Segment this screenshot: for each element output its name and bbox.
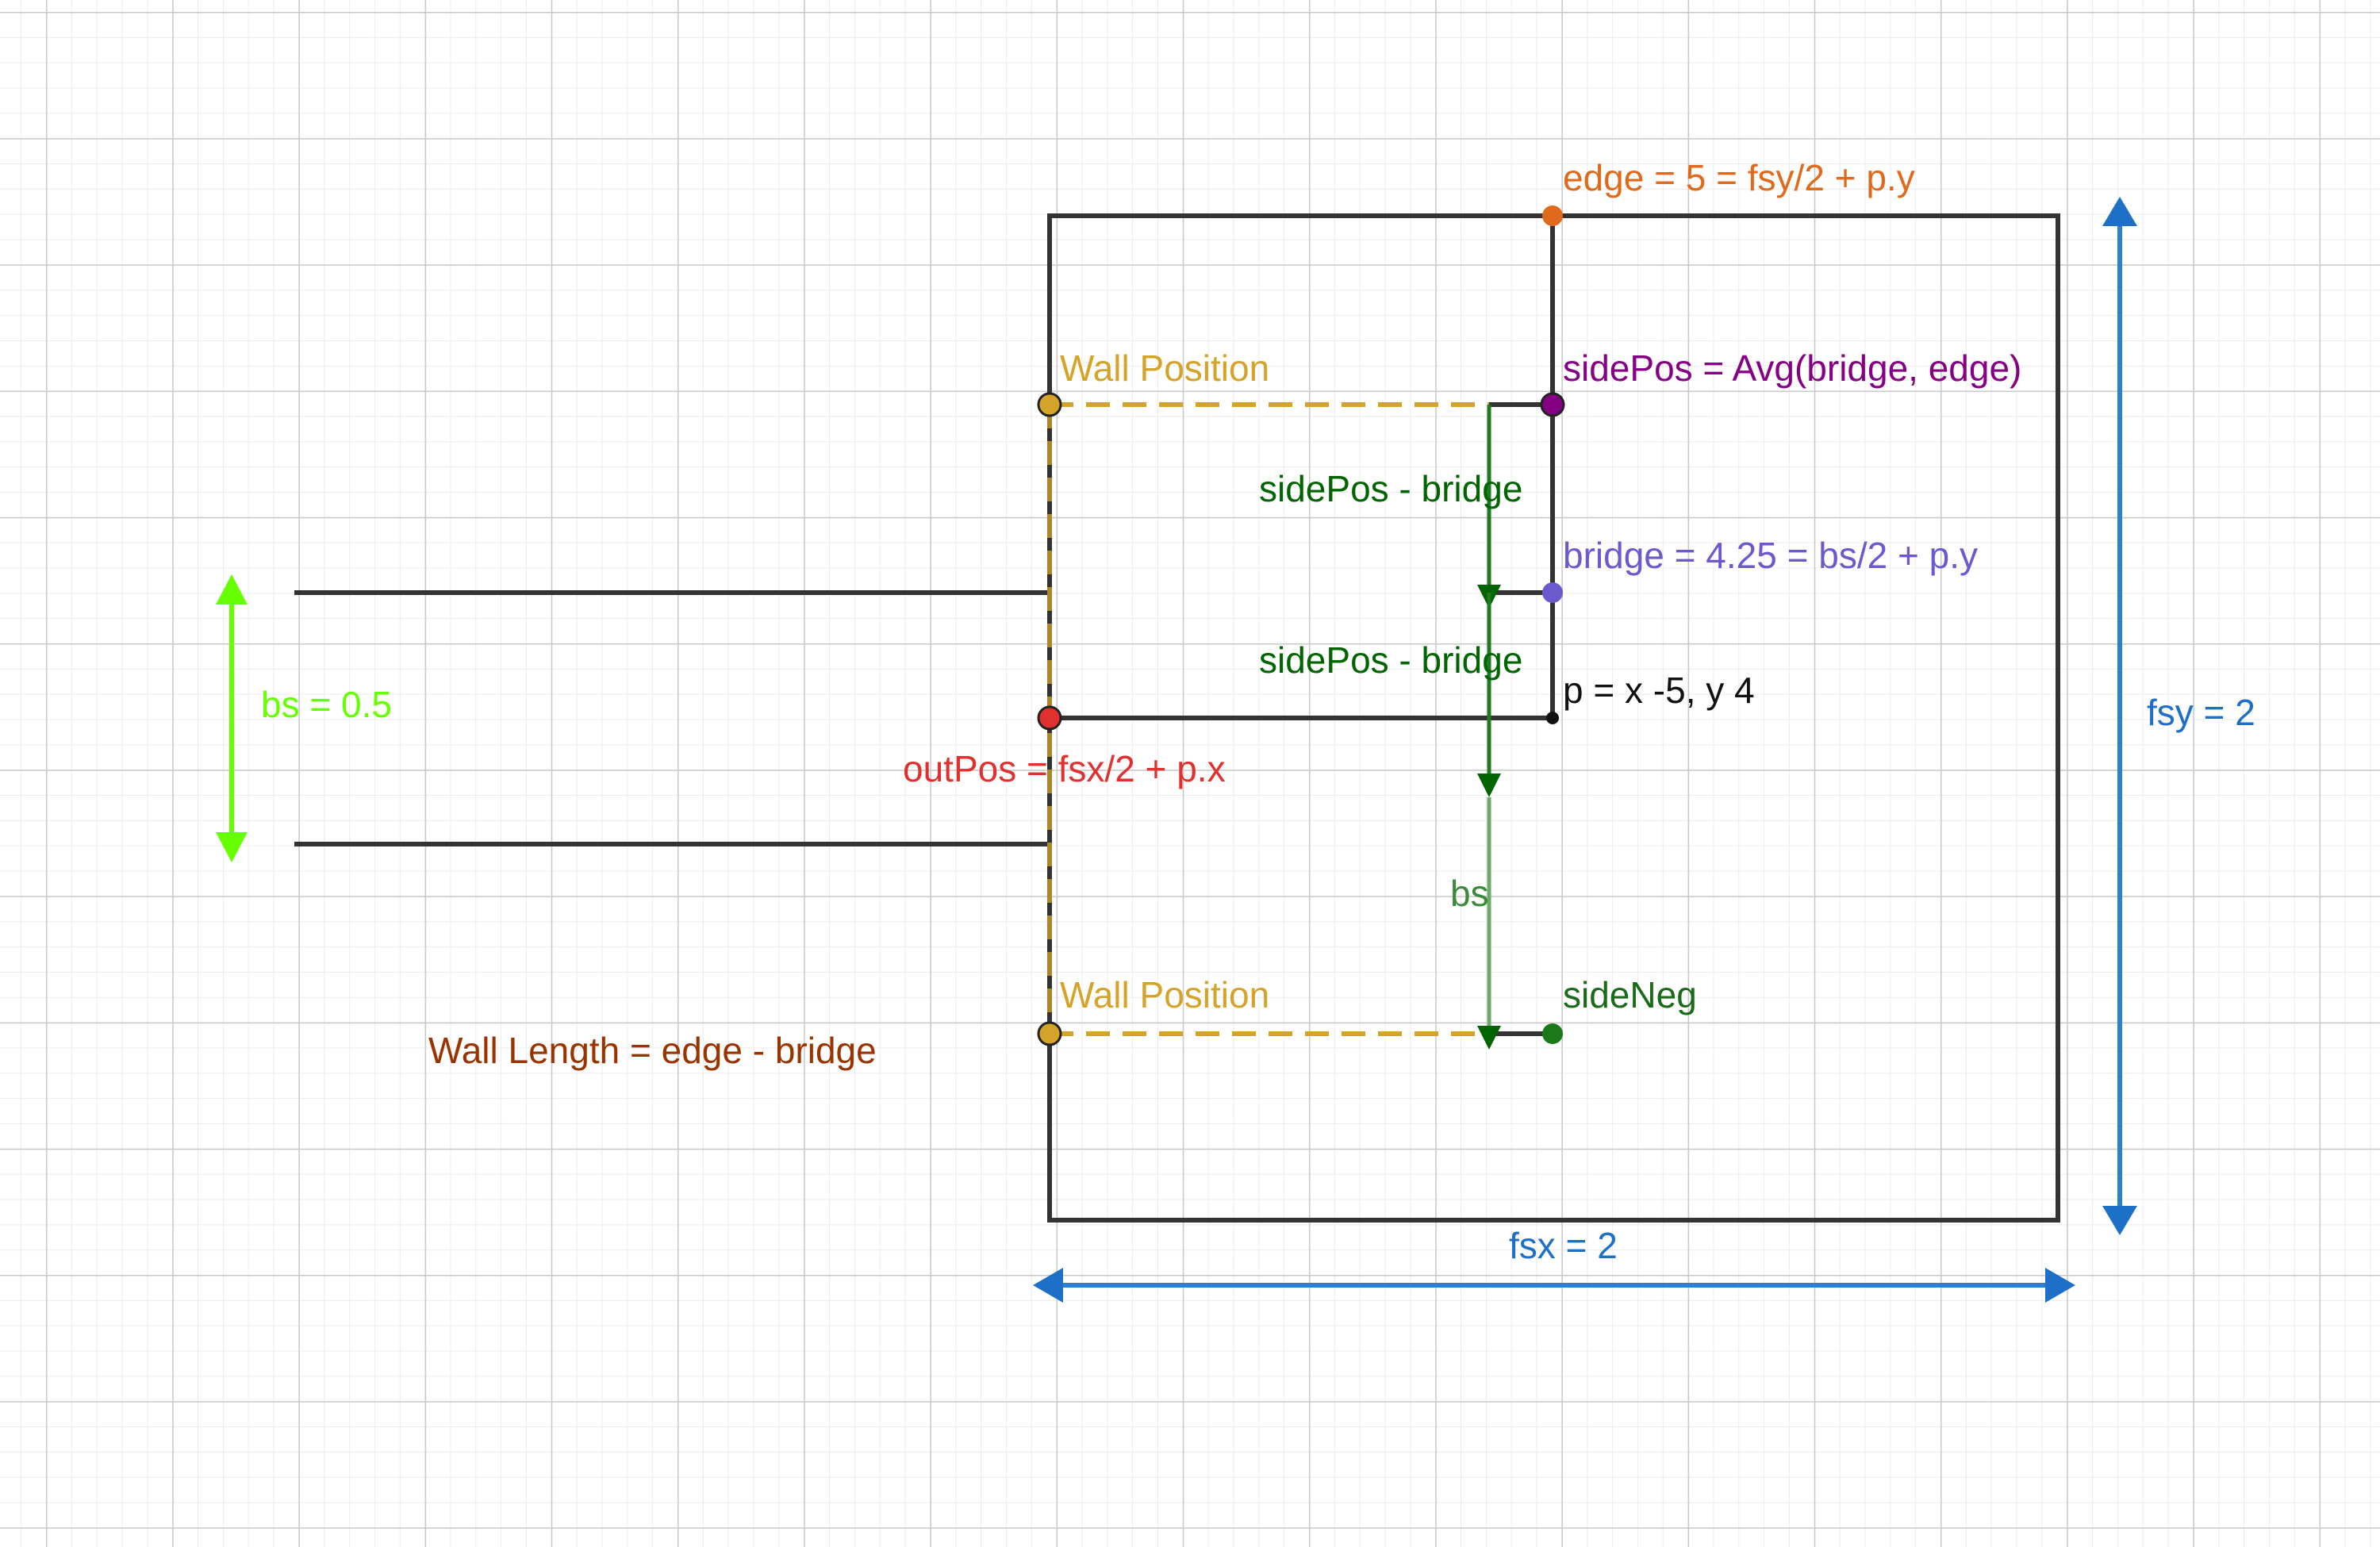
fsx-dimension-arrow-right [2045, 1268, 2075, 1303]
side-neg-point[interactable] [1542, 1023, 1563, 1044]
fsy-dimension-arrow-bottom [2102, 1206, 2137, 1235]
p-point[interactable] [1546, 712, 1559, 724]
side-pos-bridge-label-1: sidePos - bridge [1259, 468, 1522, 509]
fsx-dimension-arrow-left [1033, 1268, 1063, 1303]
bs-label: bs [1450, 873, 1489, 914]
wall-position-bottom-label: Wall Position [1060, 974, 1269, 1015]
bs-value-label: bs = 0.5 [261, 684, 392, 725]
side-neg-label: sideNeg [1563, 974, 1697, 1015]
fsy-dimension-arrow-top [2102, 197, 2137, 226]
side-pos-point[interactable] [1540, 392, 1565, 417]
wall-position-top-label: Wall Position [1060, 347, 1269, 389]
out-pos-label: outPos = fsx/2 + p.x [903, 748, 1226, 789]
edge-label: edge = 5 = fsy/2 + p.y [1563, 157, 1915, 198]
wall-length-label: Wall Length = edge - bridge [428, 1030, 877, 1071]
bridge-label: bridge = 4.25 = bs/2 + p.y [1563, 535, 1978, 576]
bs-dimension-arrow-bottom [216, 832, 248, 862]
wall-position-bottom-point[interactable] [1037, 1021, 1062, 1046]
fsx-label: fsx = 2 [1509, 1225, 1618, 1266]
edge-point[interactable] [1542, 205, 1563, 226]
side-pos-bridge-label-2: sidePos - bridge [1259, 639, 1522, 681]
wall-position-top-point[interactable] [1037, 392, 1062, 417]
bs-dimension-arrow-top [216, 574, 248, 605]
fsy-label: fsy = 2 [2147, 692, 2255, 733]
out-pos-point[interactable] [1037, 705, 1062, 731]
side-pos-label: sidePos = Avg(bridge, edge) [1563, 347, 2021, 389]
p-label: p = x -5, y 4 [1563, 670, 1755, 711]
sidepos-bridge-arrowhead-2 [1477, 774, 1501, 797]
bridge-point[interactable] [1542, 582, 1563, 603]
bs-arrowhead [1477, 1026, 1501, 1050]
